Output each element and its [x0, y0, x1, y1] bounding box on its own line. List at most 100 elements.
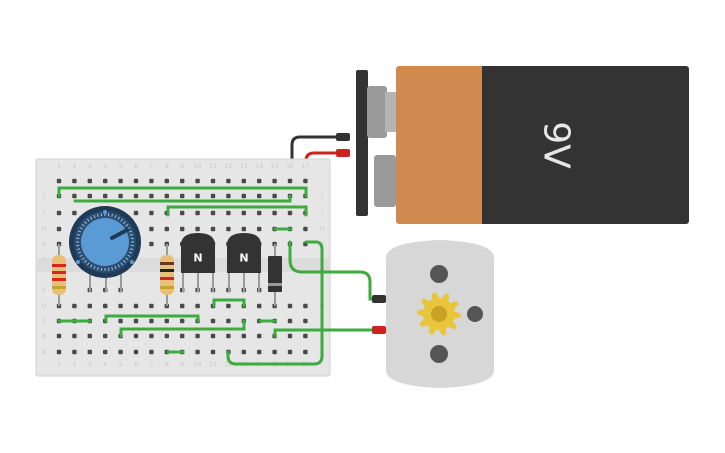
breadboard-hole[interactable]	[118, 349, 123, 355]
breadboard-hole[interactable]	[72, 349, 77, 355]
breadboard-hole[interactable]	[226, 210, 231, 216]
breadboard-hole[interactable]	[72, 303, 77, 309]
breadboard-hole[interactable]	[118, 178, 123, 184]
motor-terminal-positive[interactable]	[372, 326, 386, 334]
breadboard-hole[interactable]	[257, 193, 262, 199]
breadboard-hole[interactable]	[149, 303, 154, 309]
breadboard-hole[interactable]	[118, 318, 123, 324]
breadboard-hole[interactable]	[103, 178, 108, 184]
transistor-2[interactable]: N	[227, 233, 261, 292]
wire-top-rail-3[interactable]	[166, 205, 308, 217]
breadboard-hole[interactable]	[272, 178, 277, 184]
breadboard-hole[interactable]	[226, 318, 231, 324]
breadboard-hole[interactable]	[103, 303, 108, 309]
breadboard-hole[interactable]	[226, 193, 231, 199]
wire-to-motor-positive[interactable]	[273, 328, 382, 338]
breadboard-hole[interactable]	[149, 178, 154, 184]
breadboard-hole[interactable]	[133, 318, 139, 324]
breadboard-hole[interactable]	[287, 318, 293, 324]
breadboard-hole[interactable]	[241, 349, 246, 355]
wire-top-rail-1[interactable]	[57, 186, 308, 198]
breadboard-hole[interactable]	[287, 303, 293, 309]
breadboard-hole[interactable]	[87, 178, 92, 184]
breadboard-hole[interactable]	[133, 333, 139, 339]
wire-top-rail-2[interactable]	[73, 194, 292, 203]
breadboard-hole[interactable]	[210, 318, 216, 324]
breadboard-hole[interactable]	[287, 178, 293, 184]
breadboard-hole[interactable]	[257, 210, 262, 216]
breadboard-hole[interactable]	[195, 210, 200, 216]
breadboard-hole[interactable]	[164, 178, 169, 184]
breadboard-hole[interactable]	[133, 303, 139, 309]
breadboard-hole[interactable]	[87, 349, 92, 355]
breadboard-hole[interactable]	[195, 333, 200, 339]
breadboard-hole[interactable]	[149, 210, 154, 216]
breadboard-hole[interactable]	[257, 349, 262, 355]
breadboard-hole[interactable]	[164, 193, 169, 199]
resistor-right[interactable]	[160, 244, 174, 306]
breadboard-hole[interactable]	[180, 193, 185, 199]
breadboard-hole[interactable]	[72, 178, 77, 184]
transistor-1[interactable]: N	[181, 233, 215, 292]
breadboard-hole[interactable]	[303, 226, 308, 232]
breadboard-hole[interactable]	[303, 333, 308, 339]
breadboard-hole[interactable]	[180, 210, 185, 216]
breadboard-hole[interactable]	[257, 333, 262, 339]
diode[interactable]	[268, 244, 282, 306]
breadboard-hole[interactable]	[241, 226, 246, 232]
battery-negative-lead[interactable]	[290, 135, 342, 185]
breadboard-hole[interactable]	[257, 178, 262, 184]
breadboard-hole[interactable]	[149, 318, 154, 324]
breadboard-hole[interactable]	[272, 193, 277, 199]
breadboard-hole[interactable]	[195, 349, 200, 355]
wire-transistor-link[interactable]	[212, 298, 246, 308]
breadboard-hole[interactable]	[226, 333, 231, 339]
breadboard-hole[interactable]	[303, 349, 308, 355]
breadboard-hole[interactable]	[180, 303, 185, 309]
battery-9v[interactable]: 9V	[356, 66, 689, 224]
breadboard-hole[interactable]	[56, 178, 62, 184]
breadboard-hole[interactable]	[272, 349, 277, 355]
breadboard-hole[interactable]	[180, 178, 185, 184]
potentiometer[interactable]	[69, 206, 141, 292]
breadboard-hole[interactable]	[56, 349, 62, 355]
resistor-left[interactable]	[52, 244, 66, 306]
breadboard-hole[interactable]	[149, 333, 154, 339]
breadboard-hole[interactable]	[195, 303, 200, 309]
breadboard-hole[interactable]	[103, 193, 108, 199]
breadboard-hole[interactable]	[287, 210, 293, 216]
wire-lower-long[interactable]	[119, 319, 246, 338]
breadboard-hole[interactable]	[195, 193, 200, 199]
breadboard-hole[interactable]	[241, 193, 246, 199]
breadboard-hole[interactable]	[133, 193, 139, 199]
breadboard-hole[interactable]	[241, 178, 246, 184]
breadboard-hole[interactable]	[164, 333, 169, 339]
breadboard-hole[interactable]	[241, 210, 246, 216]
breadboard-hole[interactable]	[226, 178, 231, 184]
breadboard-hole[interactable]	[118, 193, 123, 199]
dc-motor[interactable]	[372, 240, 494, 388]
breadboard-hole[interactable]	[287, 333, 293, 339]
breadboard-hole[interactable]	[241, 333, 246, 339]
breadboard-hole[interactable]	[72, 210, 77, 216]
breadboard-hole[interactable]	[56, 333, 62, 339]
breadboard-hole[interactable]	[180, 226, 185, 232]
breadboard-hole[interactable]	[257, 226, 262, 232]
breadboard-hole[interactable]	[226, 226, 231, 232]
breadboard-hole[interactable]	[272, 210, 277, 216]
wire-loop-right[interactable]	[226, 240, 324, 366]
breadboard-hole[interactable]	[164, 226, 169, 232]
breadboard-hole[interactable]	[103, 333, 108, 339]
breadboard-hole[interactable]	[195, 178, 200, 184]
breadboard-hole[interactable]	[87, 303, 92, 309]
breadboard-hole[interactable]	[210, 210, 216, 216]
breadboard-hole[interactable]	[149, 226, 154, 232]
breadboard-hole[interactable]	[72, 333, 77, 339]
pot-knob[interactable]	[81, 218, 129, 266]
breadboard-hole[interactable]	[118, 303, 123, 309]
wire-to-motor-negative[interactable]	[288, 240, 382, 301]
wire-lower-mid[interactable]	[104, 314, 200, 323]
breadboard-hole[interactable]	[72, 193, 77, 199]
breadboard-hole[interactable]	[149, 349, 154, 355]
